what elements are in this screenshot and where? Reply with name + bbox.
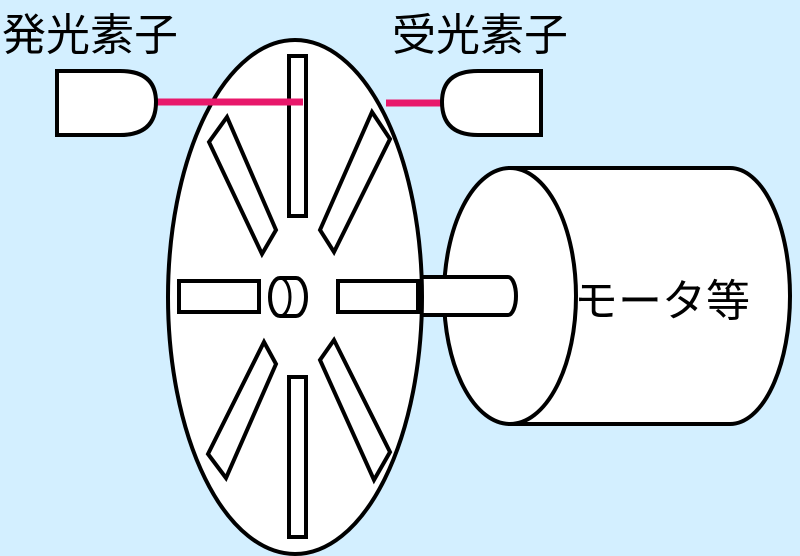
disk-slot-top (287, 54, 308, 218)
receiver (439, 69, 543, 137)
disk-slot-lower-right (317, 336, 393, 485)
disk-hub-edge (279, 276, 292, 318)
motor-label: モータ等 (574, 276, 750, 327)
disk-hub (268, 276, 308, 318)
disk-slot-left (177, 279, 261, 314)
motor (442, 166, 792, 426)
disk-slot-right (336, 279, 420, 314)
disk-slot-bottom (287, 375, 308, 539)
emitter (55, 69, 159, 137)
receiver-label: 受光素子 (392, 10, 568, 61)
disk-slot-upper-right (317, 107, 393, 257)
motor-body (508, 166, 792, 426)
disk-slot-upper-left (206, 112, 279, 259)
emitter-label: 発光素子 (2, 10, 178, 61)
slotted-disk (166, 38, 424, 556)
disk-slot-lower-left (205, 337, 279, 482)
